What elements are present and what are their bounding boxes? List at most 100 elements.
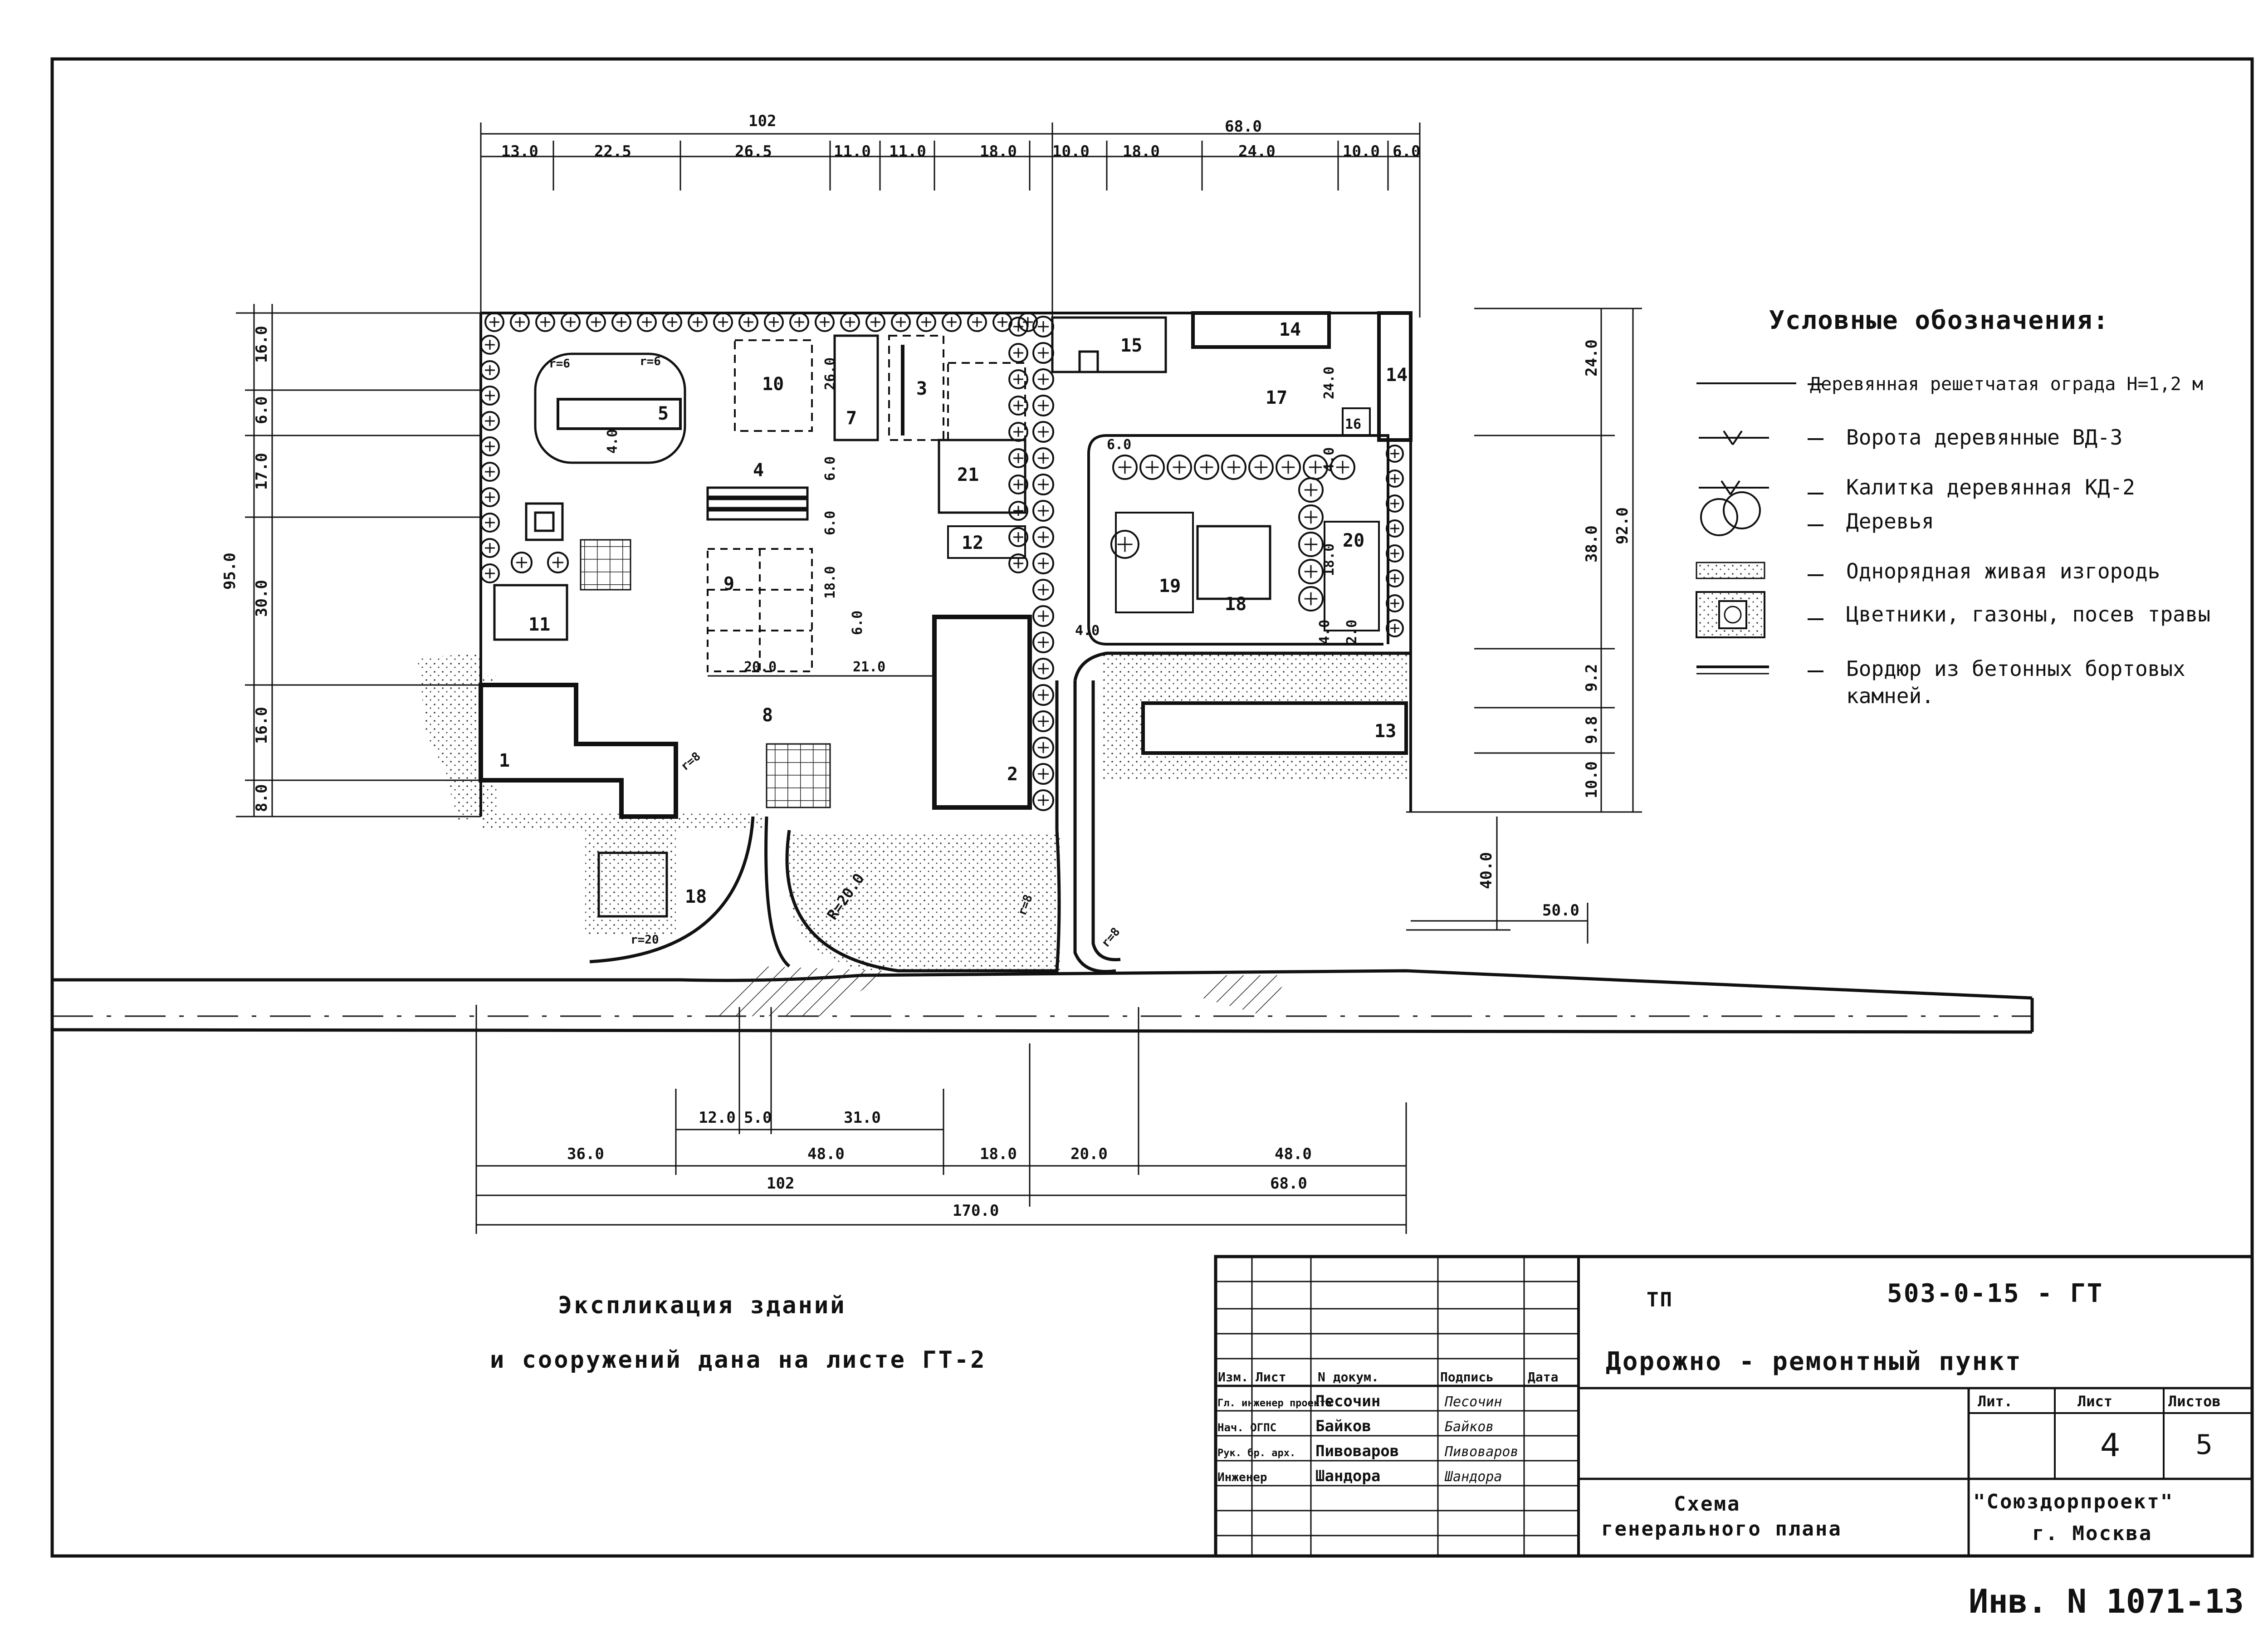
tree-cross bbox=[997, 317, 1007, 327]
tb-role: Инженер bbox=[1217, 1471, 1267, 1484]
tb-signature: Пивоваров bbox=[1444, 1444, 1519, 1460]
dim-left: 16.0 bbox=[253, 326, 271, 363]
dim-left: 6.0 bbox=[253, 396, 271, 424]
tree-icon bbox=[480, 538, 500, 558]
tree-icon bbox=[1032, 447, 1054, 469]
tb-org-2: г. Москва bbox=[2032, 1522, 2152, 1545]
tree-icon bbox=[662, 312, 682, 332]
dim-bottom: 20.0 bbox=[1070, 1145, 1108, 1163]
dim-chain: 13.0 bbox=[501, 142, 538, 161]
tree-cross bbox=[1037, 715, 1049, 727]
tree-cross bbox=[1200, 460, 1213, 474]
tree-icon bbox=[865, 312, 885, 332]
building-7-label: 7 bbox=[846, 408, 857, 429]
inner-dim: 6.0 bbox=[850, 611, 865, 635]
tree-icon bbox=[1032, 763, 1054, 785]
tree-cross bbox=[947, 317, 957, 327]
tree-cross bbox=[667, 317, 677, 327]
tree-icon bbox=[511, 552, 533, 573]
tb-sheet-number: 4 bbox=[2100, 1427, 2121, 1464]
inner-dim: 6.0 bbox=[822, 511, 838, 535]
radius-label: r=20 bbox=[631, 933, 659, 947]
tree-icon bbox=[637, 312, 657, 332]
dim-right: 50.0 bbox=[1542, 901, 1579, 920]
dim-chain: 11.0 bbox=[889, 142, 926, 161]
tree-cross bbox=[1304, 565, 1318, 578]
buildings bbox=[479, 311, 1413, 918]
tree-icon bbox=[1298, 504, 1324, 530]
tree-cross bbox=[1013, 506, 1023, 516]
inner-dim: 6.0 bbox=[822, 456, 838, 481]
tb-project-name: Дорожно - ремонтный пункт bbox=[1606, 1347, 2022, 1376]
tb-role: Рук. бр. арх. bbox=[1217, 1448, 1295, 1459]
tree-cross bbox=[1227, 460, 1241, 474]
tree-cross bbox=[485, 467, 495, 477]
dim-left: 17.0 bbox=[253, 453, 271, 490]
inner-dim: 6.0 bbox=[1107, 437, 1131, 453]
tree-cross bbox=[485, 340, 495, 350]
tb-name: Пивоваров bbox=[1315, 1442, 1399, 1460]
tree-icon bbox=[1298, 559, 1324, 584]
note-line-2: и сооружений дана на листе ГТ-2 bbox=[490, 1346, 987, 1374]
tree-cross bbox=[552, 557, 564, 568]
radius-label: r=6 bbox=[640, 355, 661, 368]
building-13-label: 13 bbox=[1374, 721, 1396, 742]
tree-cross bbox=[485, 518, 495, 528]
building-1-label: 1 bbox=[499, 750, 510, 771]
tree-cross bbox=[1390, 549, 1399, 558]
tree-icon bbox=[480, 487, 500, 507]
dim-left: 30.0 bbox=[253, 580, 271, 617]
tree-icon bbox=[1032, 710, 1054, 732]
garden-enclosure bbox=[1087, 434, 1389, 646]
dimension-labels-bottom: 12.0 5.0 31.0 36.0 48.0 18.0 20.0 48.0 1… bbox=[567, 1109, 1312, 1220]
tree-icon bbox=[891, 312, 911, 332]
dim-bottom: 48.0 bbox=[1275, 1145, 1312, 1163]
tree-cross bbox=[1037, 768, 1049, 780]
tree-cross bbox=[1013, 374, 1023, 384]
tb-header-date: Дата bbox=[1528, 1370, 1558, 1384]
dimension-labels-left: 16.0 6.0 17.0 30.0 16.0 8.0 95.0 bbox=[221, 326, 271, 812]
dim-right: 24.0 bbox=[1583, 339, 1601, 377]
inner-dim: 4.0 bbox=[1321, 447, 1337, 472]
tree-cross bbox=[972, 317, 982, 327]
tree-icon bbox=[480, 386, 500, 406]
tree-icon bbox=[840, 312, 860, 332]
inner-dim: 4.0 bbox=[605, 429, 621, 454]
dim-left-total: 95.0 bbox=[221, 553, 239, 590]
tree-cross bbox=[718, 317, 728, 327]
dim-bottom: 12.0 bbox=[699, 1109, 736, 1127]
tree-icon bbox=[1008, 317, 1028, 337]
dimensions-bottom bbox=[475, 1005, 1407, 1234]
tree-cross bbox=[1037, 663, 1049, 675]
tree-cross bbox=[769, 317, 779, 327]
tree-icon bbox=[1008, 448, 1028, 468]
tree-cross bbox=[616, 317, 626, 327]
tree-icon bbox=[992, 312, 1012, 332]
building-15-label: 15 bbox=[1120, 335, 1142, 356]
tree-icon bbox=[1032, 526, 1054, 548]
tree-icon bbox=[1112, 455, 1138, 480]
tree-cross bbox=[1037, 373, 1049, 385]
tree-icon bbox=[1032, 474, 1054, 495]
dim-bottom: 5.0 bbox=[744, 1109, 772, 1127]
tb-drawing-title-1: Схема bbox=[1674, 1492, 1740, 1516]
tree-icon bbox=[789, 312, 809, 332]
tree-icon bbox=[480, 360, 500, 380]
dim-chain: 10.0 bbox=[1343, 142, 1380, 161]
tree-cross bbox=[1390, 599, 1399, 608]
tree-cross bbox=[1013, 558, 1023, 568]
tree-icon bbox=[1032, 658, 1054, 680]
sheet-frame bbox=[50, 57, 2254, 1558]
dim-right: 10.0 bbox=[1583, 761, 1601, 798]
tree-icon bbox=[1008, 501, 1028, 521]
dim-right: 9.8 bbox=[1583, 716, 1601, 744]
legend: Условные обозначения: Деревянная решетча… bbox=[1696, 306, 2210, 708]
tree-cross bbox=[642, 317, 652, 327]
tree-icon bbox=[1298, 532, 1324, 557]
tree-icon bbox=[1008, 475, 1028, 494]
building-18-right-label: 18 bbox=[1225, 594, 1246, 615]
tree-cross bbox=[1173, 460, 1186, 474]
inner-dim: 16 bbox=[1345, 416, 1361, 432]
tb-header-list: Лист bbox=[1256, 1370, 1286, 1384]
building-18-left-label: 18 bbox=[685, 886, 707, 907]
